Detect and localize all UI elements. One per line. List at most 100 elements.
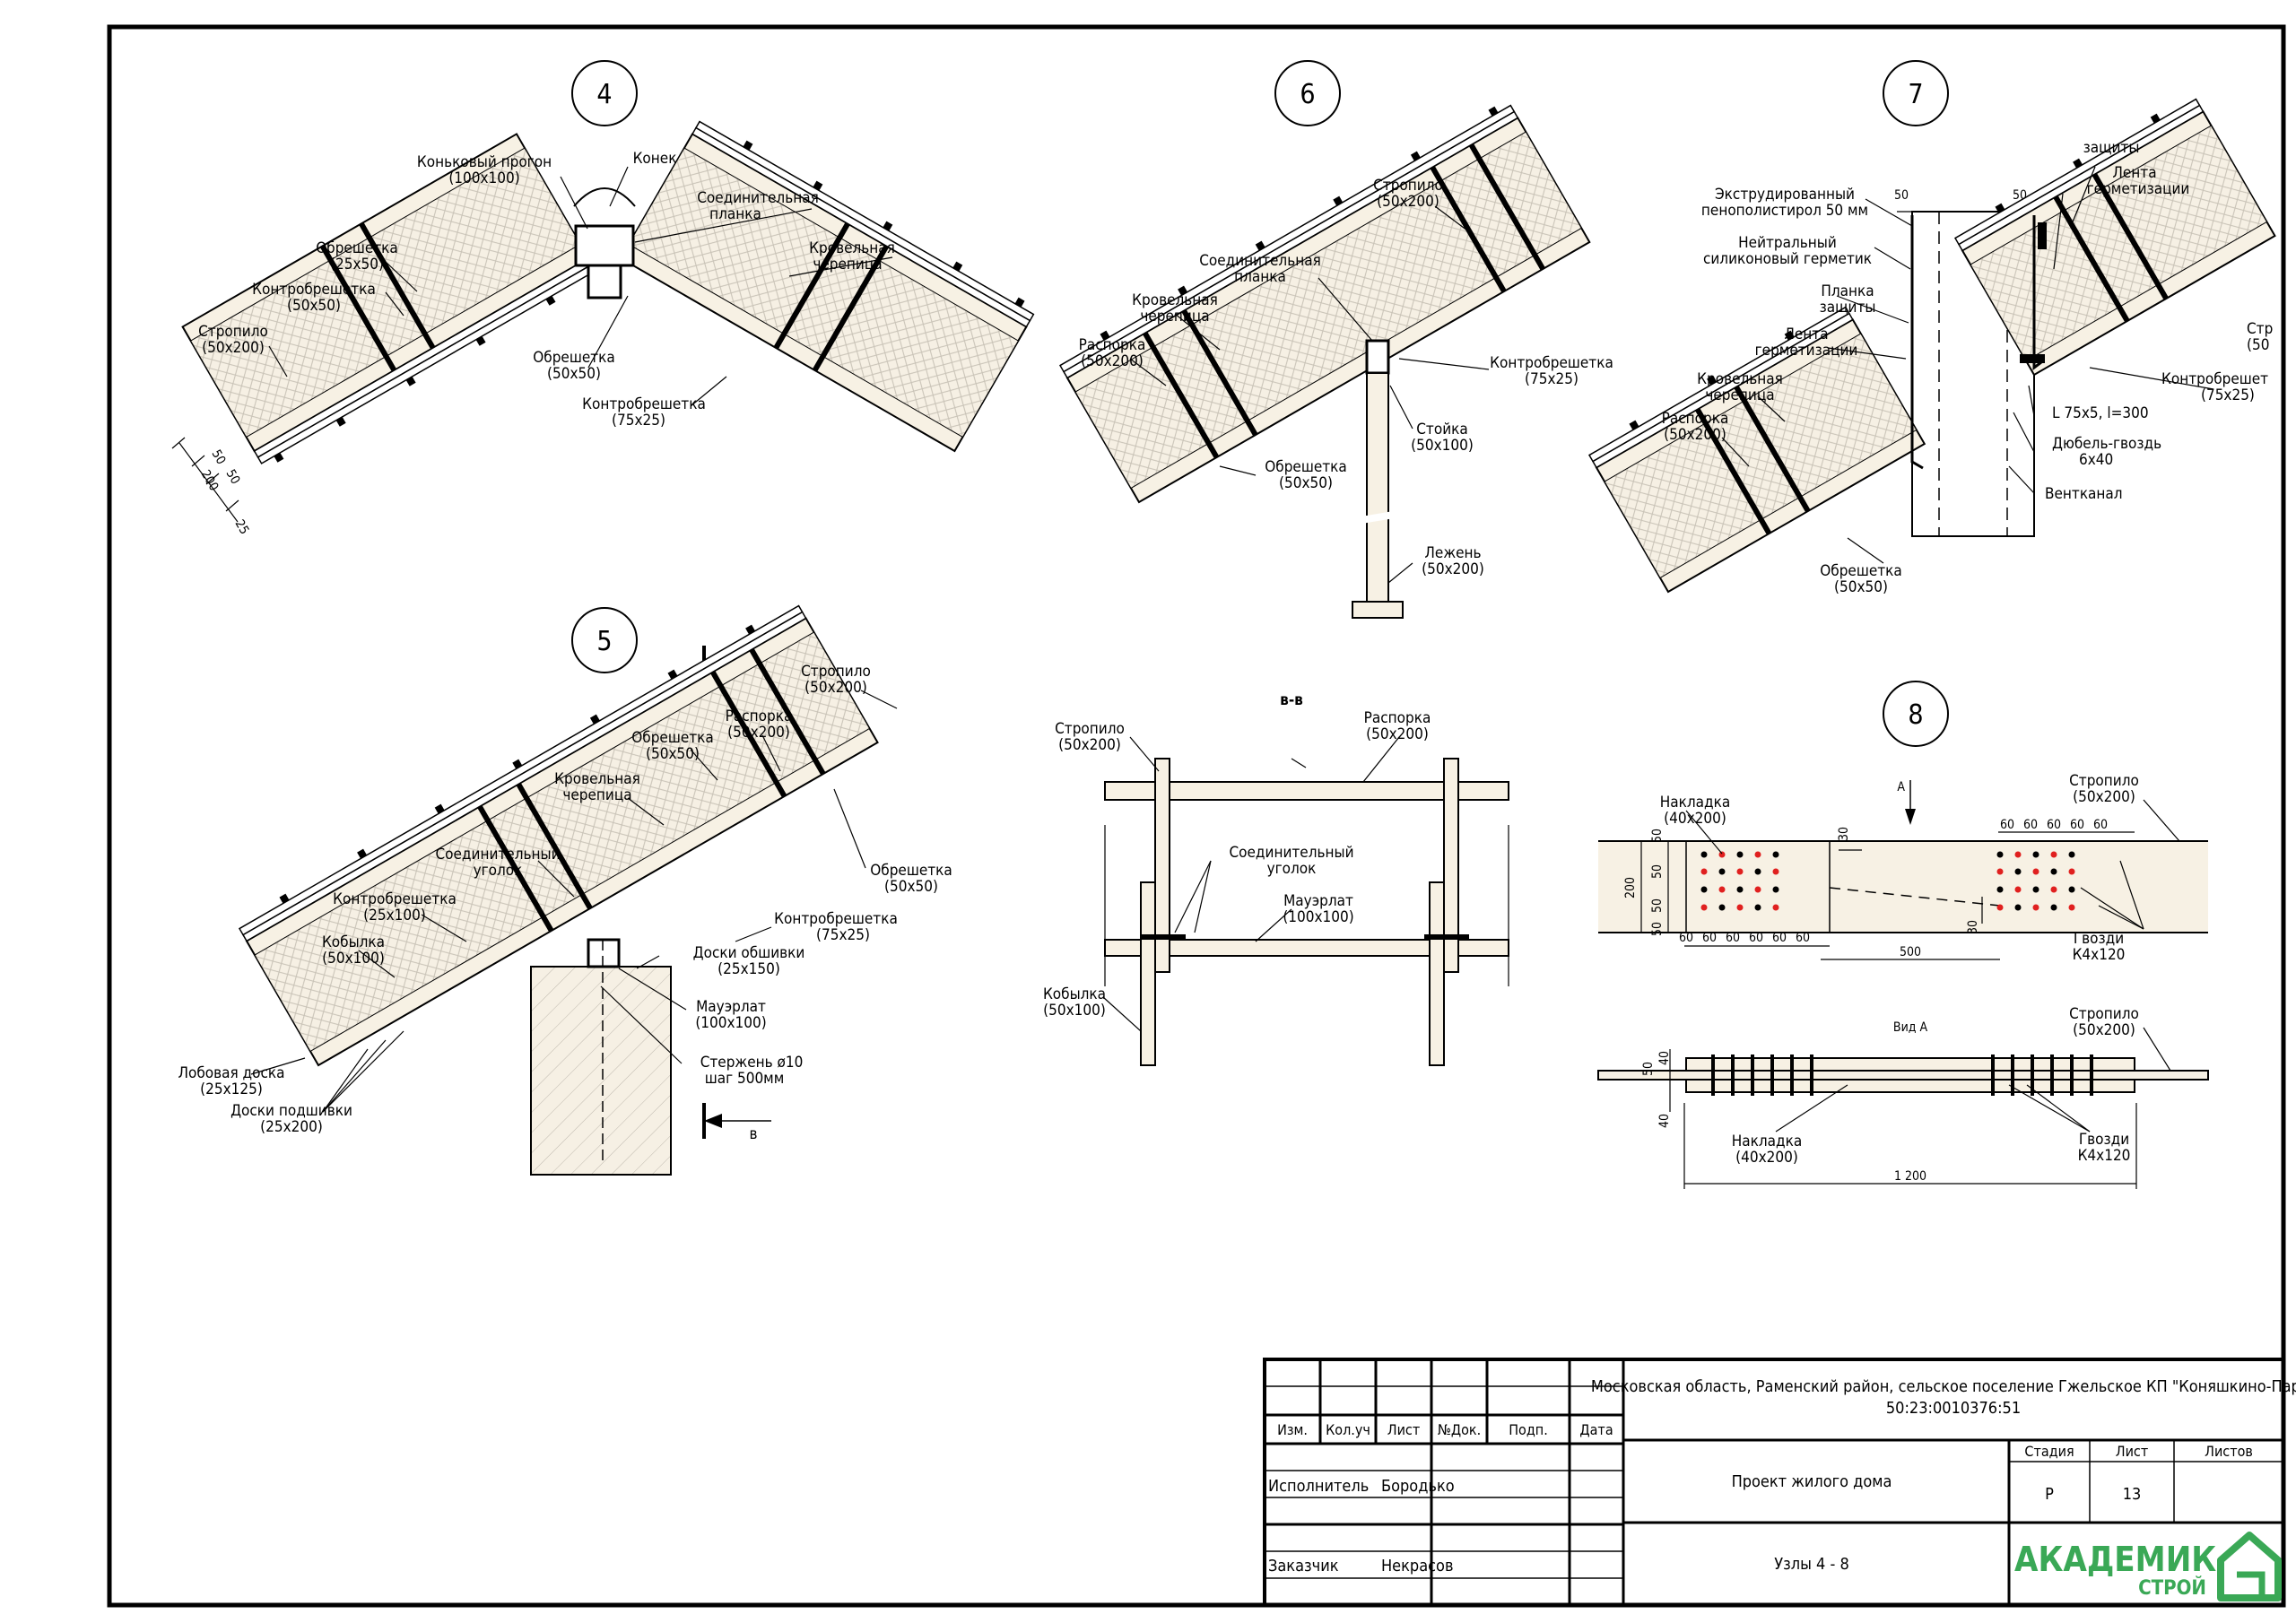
label-batten: Обрешетка	[316, 239, 398, 257]
dim-d8-50: 50	[1641, 1062, 1656, 1076]
section-bb-title: в-в	[1280, 691, 1303, 709]
svg-text:Распорка(50x200): Распорка(50x200)	[1662, 410, 1729, 444]
svg-text:Кобылка(50x100): Кобылка(50x100)	[1043, 985, 1106, 1020]
svg-text:Коньковый прогон(100x100): Коньковый прогон(100x100)	[417, 153, 552, 187]
dim-d8-top: 60	[2023, 818, 2038, 832]
label-d7-strut: Распорка	[1662, 410, 1729, 428]
label-d8-nails: Гвозди	[2074, 930, 2124, 948]
nail-dot	[2050, 868, 2057, 875]
label-bb-kobylka: Кобылка	[1043, 985, 1106, 1003]
svg-text:Контробрешетка(75x25): Контробрешетка(75x25)	[774, 910, 898, 944]
nail-dot	[1736, 851, 1744, 858]
dim-d8-bottom: 60	[1796, 931, 1810, 945]
sheet-name: Узлы 4 - 8	[1774, 1555, 1849, 1574]
label-d8-overlay: Накладка	[1660, 794, 1730, 812]
label-d7-vent: Вентканал	[2045, 485, 2123, 503]
svg-text:Стропило(50x200): Стропило(50x200)	[198, 323, 268, 357]
name-executor: Бородько	[1381, 1477, 1455, 1496]
dim-d8-bottom: 60	[1702, 931, 1717, 945]
label-roof-tile: Кровельная	[809, 239, 895, 257]
dim-d8-bottom: 60	[1749, 931, 1763, 945]
label-d7-tape: Лента	[1784, 325, 1828, 343]
nail-dot	[2032, 886, 2039, 893]
svg-text:Стропило(50x200): Стропило(50x200)	[2069, 772, 2139, 806]
title-block	[1263, 1358, 2285, 1607]
arrow-a: А	[1897, 780, 1905, 794]
nail-dot	[1754, 851, 1761, 858]
label-d6-post: Стойка	[1416, 421, 1468, 438]
label-ridge: Конек	[633, 150, 677, 168]
nail-dot	[1996, 851, 2004, 858]
nail-dot	[2032, 904, 2039, 911]
svg-text:Обрешетка(50x50): Обрешетка(50x50)	[1820, 562, 1902, 596]
sheet-value: 13	[2123, 1485, 2142, 1504]
nail-dot	[2068, 868, 2075, 875]
dim-d8-bottom: 60	[1726, 931, 1740, 945]
sheets-header: Листов	[2205, 1443, 2253, 1460]
svg-text:Распорка(50x200): Распорка(50x200)	[1079, 336, 1146, 370]
label-d7-roof-tile: Кровельная	[1697, 370, 1783, 388]
svg-text:Стойка(50x100): Стойка(50x100)	[1411, 421, 1474, 455]
label-d5-counter-batten-2: Контробрешетка	[774, 910, 898, 928]
nail-dot	[1754, 904, 1761, 911]
dim-d7-1: 50	[1894, 188, 1909, 203]
nails-right	[1996, 851, 2075, 911]
nail-dot	[1700, 904, 1708, 911]
dim-d8-v4: 50	[1650, 922, 1665, 936]
label-d8-rafter: Стропило	[2069, 772, 2139, 790]
dim-d8-500: 500	[1900, 945, 1921, 959]
label-rafter: Стропило	[198, 323, 268, 341]
dim-d4-2: 50	[223, 467, 243, 487]
svg-text:Лобовая доска(25x125): Лобовая доска(25x125)	[178, 1064, 284, 1098]
label-d7-sealant: Нейтральный	[1738, 234, 1837, 252]
svg-text:Стропило(50x200): Стропило(50x200)	[1055, 720, 1125, 754]
detail-8: 8 А Накладка(40x200)	[1597, 681, 2209, 1189]
tb-header: Изм.	[1277, 1421, 1308, 1438]
detail-6: 6	[1058, 60, 1613, 619]
nail-dot	[2050, 904, 2057, 911]
dim-d8-v2: 50	[1650, 864, 1665, 879]
svg-text:Обрешетка(50x50): Обрешетка(50x50)	[870, 862, 952, 896]
detail-4-number: 4	[596, 79, 612, 110]
label-d5-rod: Стержень ø10	[700, 1054, 804, 1072]
label-bb-conn-corner: Соединительный	[1229, 844, 1353, 862]
nail-dot	[1700, 851, 1708, 858]
svg-text:Накладка(40x200): Накладка(40x200)	[1660, 794, 1730, 828]
nail-dot	[1754, 886, 1761, 893]
label-d6-rafter: Стропило	[1373, 177, 1443, 195]
label-d5-soffit: Доски подшивки	[230, 1102, 352, 1120]
svg-text:Контробрешет(75x25): Контробрешет(75x25)	[2161, 370, 2268, 404]
svg-text:Обрешетка(50x50): Обрешетка(50x50)	[1265, 458, 1347, 492]
detail-5-number: 5	[596, 626, 612, 657]
dim-d8-v1: 50	[1650, 829, 1665, 843]
label-d6-lezhen: Лежень	[1424, 544, 1481, 562]
svg-text:Доски обшивки(25x150): Доски обшивки(25x150)	[693, 944, 805, 978]
label-d6-batten: Обрешетка	[1265, 458, 1347, 476]
dim-d8-40a: 40	[1657, 1051, 1672, 1065]
svg-text:Стропило(50x200): Стропило(50x200)	[801, 663, 871, 697]
nail-dot	[2032, 868, 2039, 875]
view-a-title: Вид А	[1893, 1020, 1928, 1035]
dim-d8-h200: 200	[1623, 877, 1638, 898]
dim-d8-top: 60	[2093, 818, 2108, 832]
nail-dot	[2068, 904, 2075, 911]
svg-text:Доски подшивки(25x200): Доски подшивки(25x200)	[230, 1102, 352, 1136]
nail-dot	[2068, 886, 2075, 893]
svg-text:Конек: Конек	[633, 150, 677, 168]
label-d6-counter-batten: Контробрешетка	[1490, 354, 1613, 372]
label-bb-strut: Распорка	[1364, 709, 1431, 727]
svg-text:Мауэрлат(100x100): Мауэрлат(100x100)	[695, 998, 766, 1032]
